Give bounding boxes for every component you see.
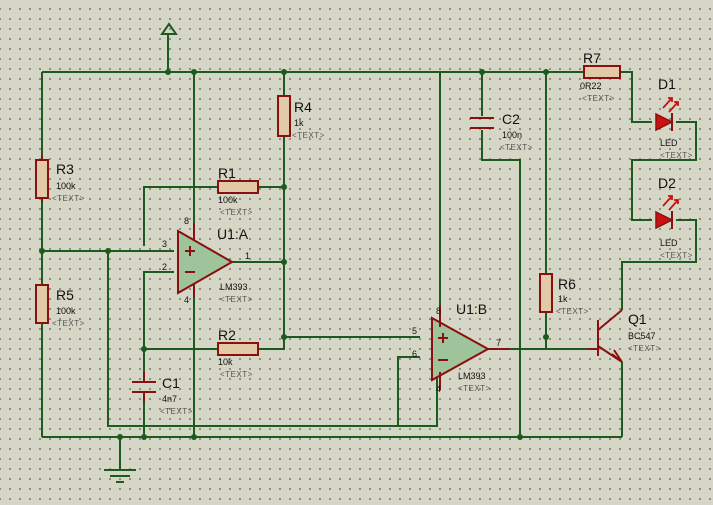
opamp-u1a[interactable]: 3 2 1 8 4 U1:A LM393 <TEXT>: [162, 216, 253, 305]
r1-placeholder: <TEXT>: [220, 208, 253, 217]
ground-symbol-icon: [104, 469, 136, 483]
r6-ref: R6: [558, 276, 576, 292]
c1-value: 4n7: [162, 394, 177, 404]
r6-value: 1k: [558, 294, 568, 304]
u1b-value: LM393: [458, 371, 486, 381]
u1a-pin-vcc: 8: [184, 216, 189, 226]
resistor-r6[interactable]: R6 1k <TEXT>: [539, 273, 589, 316]
resistor-r4[interactable]: R4 1k <TEXT>: [277, 95, 325, 140]
q1-value: BC547: [628, 331, 656, 341]
r1-ref: R1: [218, 165, 236, 181]
r4-value: 1k: [294, 118, 304, 128]
u1b-placeholder: <TEXT>: [458, 384, 491, 393]
u1a-pin-out: 1: [245, 251, 250, 261]
u1b-ref: U1:B: [456, 301, 487, 317]
r7-value: 0R22: [580, 81, 602, 91]
q1-placeholder: <TEXT>: [628, 344, 661, 353]
d1-ref: D1: [658, 76, 676, 92]
c2-placeholder: <TEXT>: [500, 143, 533, 152]
r7-ref: R7: [583, 50, 601, 66]
u1a-pin-gnd: 4: [184, 295, 189, 305]
u1a-ref: U1:A: [217, 226, 249, 242]
u1b-pin-out: 7: [496, 338, 501, 348]
u1b-pin-gnd: 4: [436, 384, 441, 394]
c1-placeholder: <TEXT>: [160, 407, 193, 416]
u1b-pin-inn: 6: [412, 349, 417, 359]
resistor-r3[interactable]: R3 100k <TEXT>: [35, 156, 85, 203]
capacitor-c2[interactable]: C2 100n <TEXT>: [470, 111, 533, 152]
d1-placeholder: <TEXT>: [660, 151, 693, 160]
r7-placeholder: <TEXT>: [582, 94, 615, 103]
junction-dots: [39, 69, 549, 440]
resistor-r1[interactable]: R1 100k <TEXT>: [217, 165, 259, 217]
resistor-r5[interactable]: R5 100k <TEXT>: [35, 284, 85, 328]
wires: [41, 34, 697, 470]
r5-ref: R5: [56, 287, 74, 303]
led-d2[interactable]: D2 LED <TEXT>: [655, 175, 693, 260]
resistor-r2[interactable]: R2 10k <TEXT>: [217, 327, 259, 379]
transistor-q1[interactable]: Q1 BC547 <TEXT>: [588, 309, 661, 363]
r5-placeholder: <TEXT>: [52, 319, 85, 328]
r2-placeholder: <TEXT>: [220, 370, 253, 379]
u1a-value: LM393: [220, 282, 248, 292]
r1-value: 100k: [218, 195, 238, 205]
u1b-pin-vcc: 8: [436, 306, 441, 316]
resistor-r7[interactable]: R7 0R22 <TEXT>: [580, 50, 621, 103]
u1b-pin-inp: 5: [412, 326, 417, 336]
u1a-pin-inp: 3: [162, 239, 167, 249]
u1a-placeholder: <TEXT>: [220, 295, 253, 304]
d2-placeholder: <TEXT>: [660, 251, 693, 260]
r4-ref: R4: [294, 99, 312, 115]
c2-ref: C2: [502, 111, 520, 127]
c1-ref: C1: [162, 375, 180, 391]
r5-value: 100k: [56, 306, 76, 316]
r2-ref: R2: [218, 327, 236, 343]
r3-placeholder: <TEXT>: [52, 194, 85, 203]
power-terminal-icon: [160, 22, 178, 35]
r6-placeholder: <TEXT>: [556, 307, 589, 316]
r4-placeholder: <TEXT>: [292, 131, 325, 140]
d2-ref: D2: [658, 175, 676, 191]
d1-value: LED: [660, 138, 678, 148]
r2-value: 10k: [218, 357, 233, 367]
opamp-u1b[interactable]: 5 6 7 8 4 U1:B LM393 <TEXT>: [412, 301, 510, 394]
c2-value: 100n: [502, 130, 522, 140]
led-d1[interactable]: D1 LED <TEXT>: [655, 76, 693, 160]
capacitor-c1[interactable]: C1 4n7 <TEXT>: [132, 372, 193, 416]
r3-ref: R3: [56, 161, 74, 177]
q1-ref: Q1: [628, 311, 647, 327]
u1a-pin-inn: 2: [162, 262, 167, 272]
r3-value: 100k: [56, 181, 76, 191]
d2-value: LED: [660, 238, 678, 248]
